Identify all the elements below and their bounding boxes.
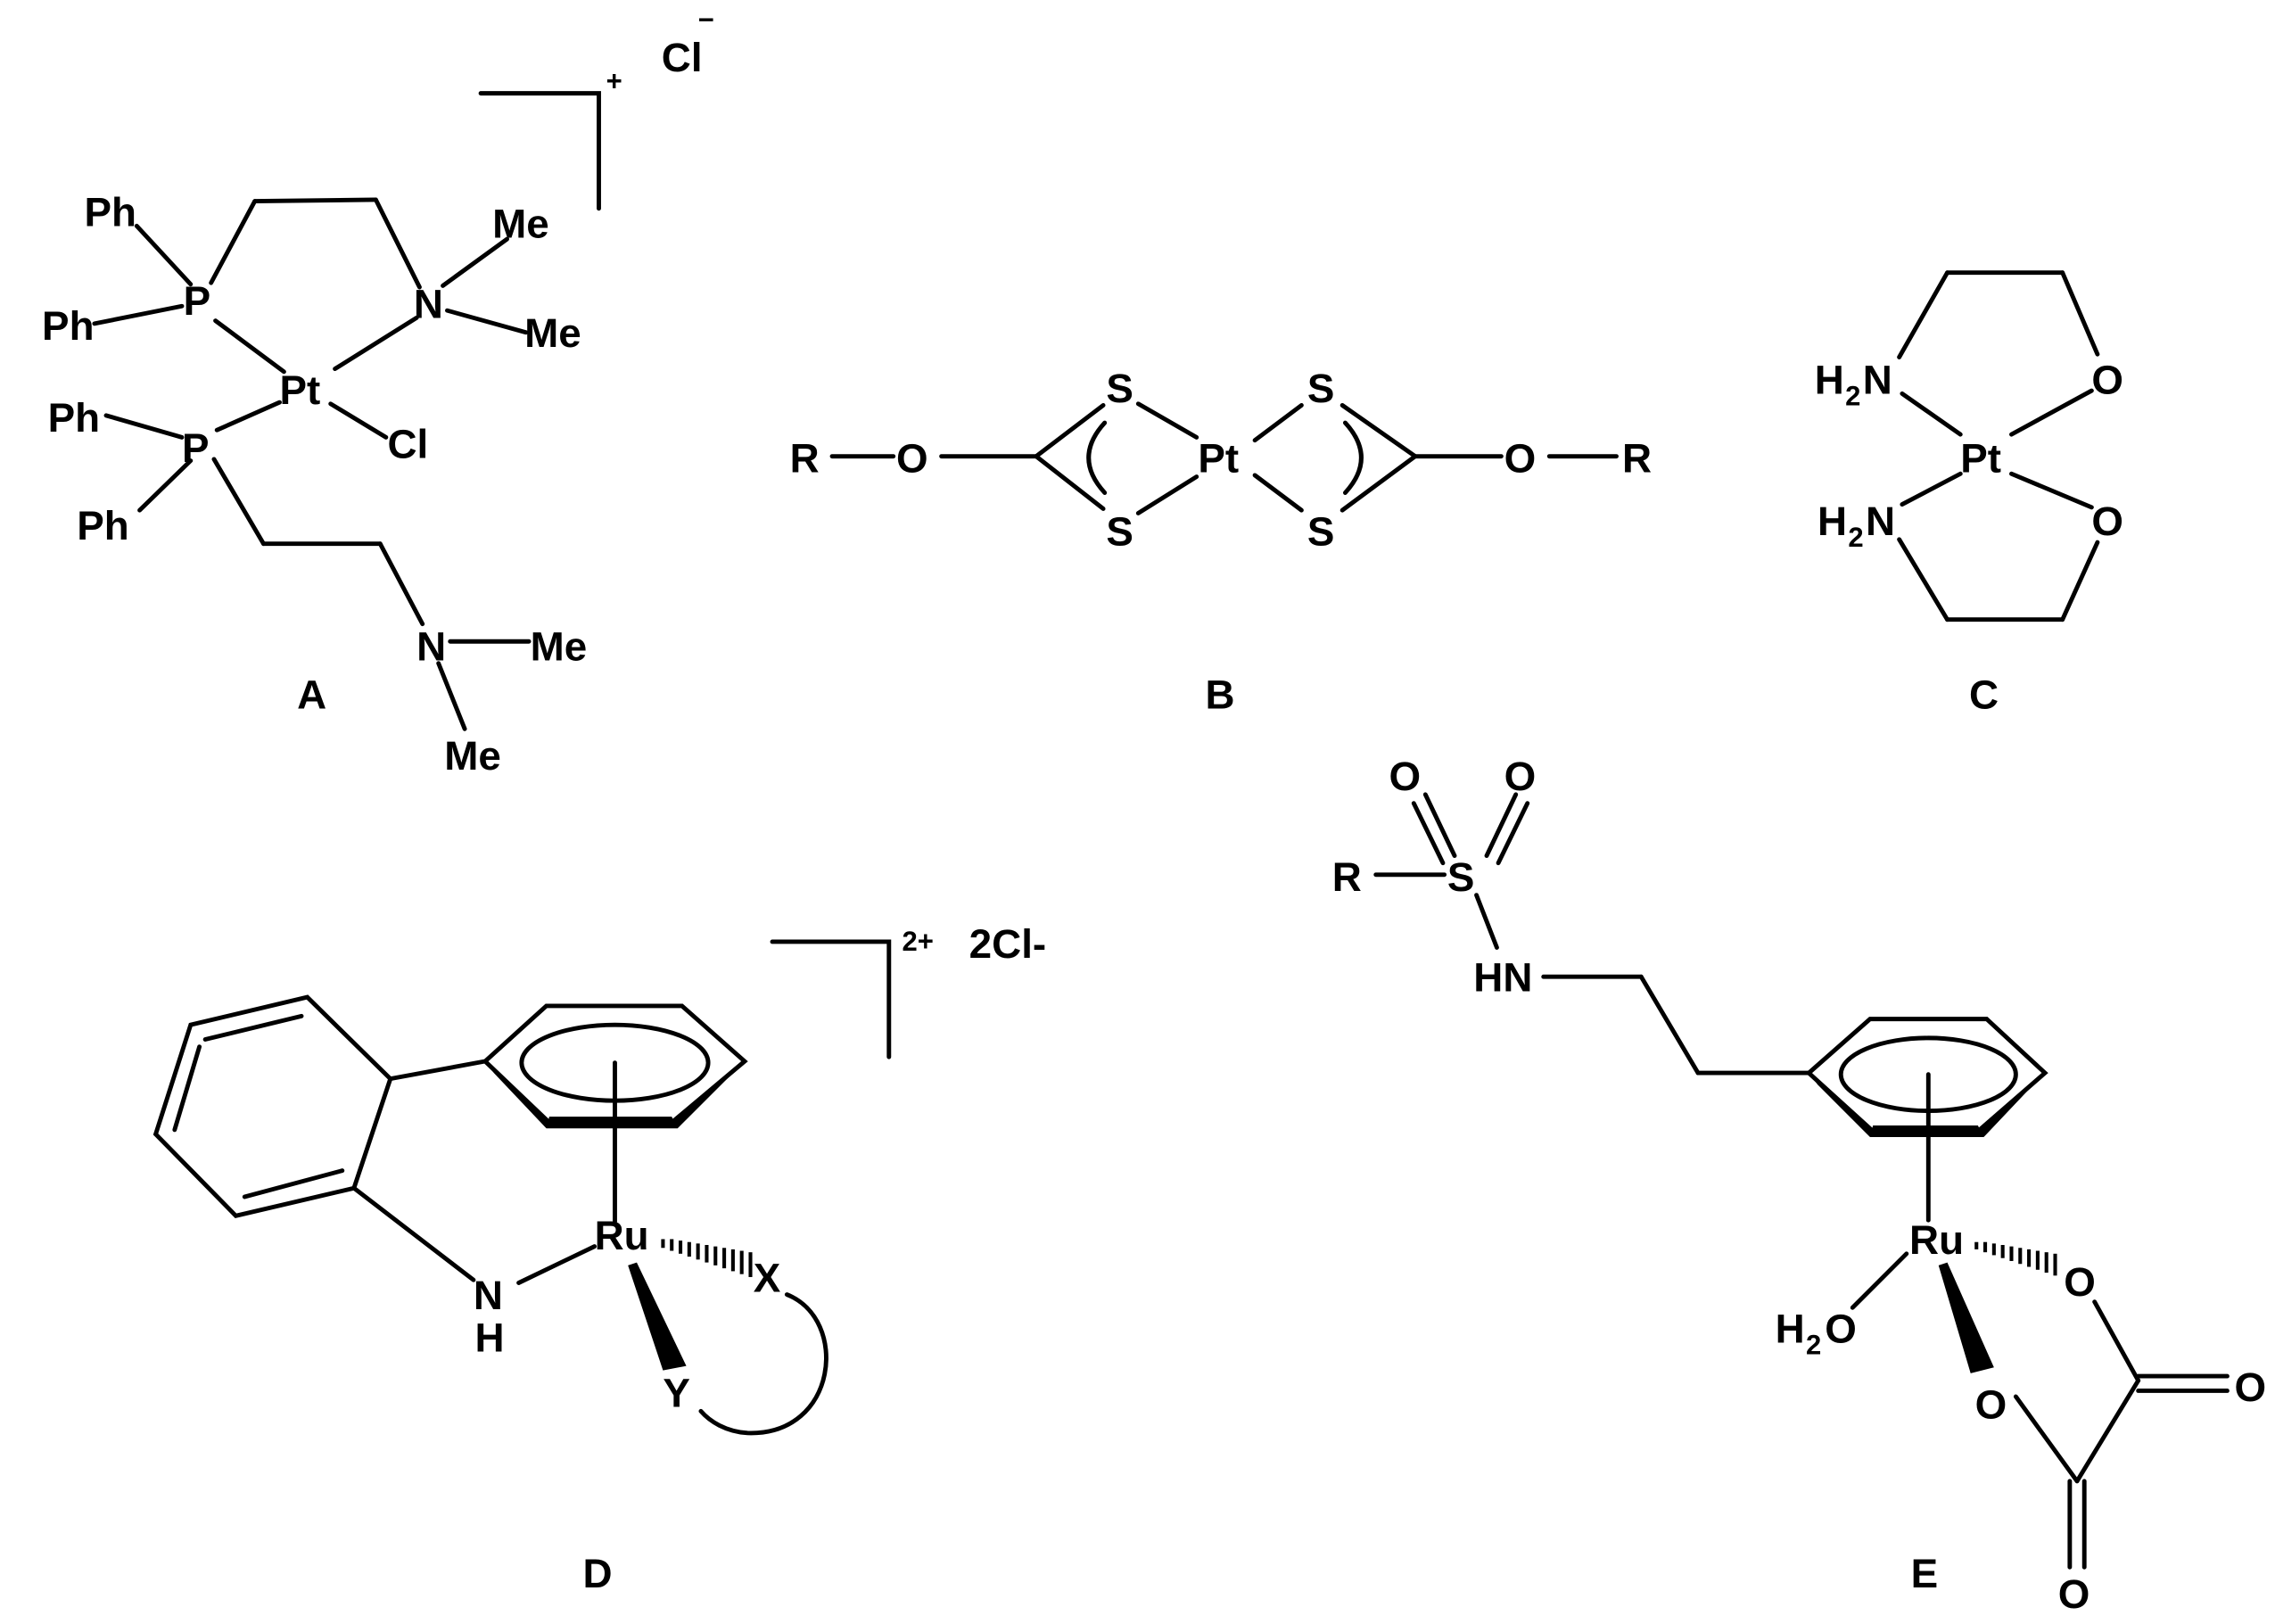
amine-n-label: N (1866, 499, 1895, 544)
compound-label-c: C (1969, 672, 1999, 717)
sulfur-label: S (1307, 366, 1335, 411)
amine-n-label: N (474, 1273, 503, 1318)
phenyl-label: Ph (48, 395, 100, 441)
phosphorus-label: P (182, 425, 210, 471)
amine-n-label: N (1863, 357, 1892, 402)
r-group-label: R (1622, 436, 1652, 482)
compound-a: Ph Ph P N Me Me Pt Cl Ph P Ph N Me Me + … (42, 4, 714, 779)
y-ligand-label: Y (663, 1370, 690, 1415)
water-o-label: O (1825, 1307, 1857, 1352)
methyl-label: Me (531, 623, 588, 669)
positive-charge: + (606, 65, 622, 96)
counter-ion-charge: − (698, 4, 714, 36)
oxygen-label: O (2091, 357, 2123, 402)
compound-label-a: A (297, 672, 326, 717)
amide-nh-label: HN (1473, 955, 1532, 1001)
compound-c: H 2 N O Pt H 2 N O C (1815, 270, 2123, 717)
counter-ion: Cl (662, 35, 703, 80)
platinum-label: Pt (1960, 436, 2001, 482)
compound-label-d: D (583, 1551, 613, 1596)
sulfur-label: S (1106, 366, 1133, 411)
compound-label-e: E (1911, 1551, 1939, 1596)
amine-subscript: 2 (1848, 522, 1863, 553)
oxygen-label: O (2091, 499, 2123, 544)
methyl-label: Me (524, 310, 581, 356)
oxygen-label: O (2058, 1571, 2090, 1617)
sulfur-label: S (1106, 508, 1133, 554)
methyl-label: Me (492, 201, 549, 246)
x-ligand-label: X (754, 1255, 781, 1300)
r-group-label: R (1332, 854, 1362, 900)
compound-label-b: B (1206, 672, 1235, 717)
phenyl-label: Ph (84, 189, 136, 235)
phosphorus-label: P (184, 278, 211, 324)
nitrogen-label: N (416, 623, 446, 669)
compound-e: O O R S HN Ru O H 2 O O O O E (1332, 754, 2266, 1617)
phenyl-label: Ph (77, 503, 128, 548)
water-h-label: H (1776, 1307, 1805, 1352)
phenyl-label: Ph (42, 303, 94, 349)
oxygen-label: O (2064, 1259, 2096, 1305)
r-group-label: R (790, 436, 820, 482)
sulfur-label: S (1447, 854, 1475, 900)
oxygen-label: O (1504, 436, 1537, 482)
amine-h-label: H (1818, 499, 1847, 544)
oxygen-label: O (1975, 1382, 2007, 1428)
compound-b: R O S S Pt S S O R B (790, 366, 1652, 717)
oxygen-label: O (896, 436, 928, 482)
sulfur-label: S (1307, 508, 1335, 554)
amine-h-label: H (475, 1315, 505, 1360)
methyl-label: Me (444, 733, 501, 779)
nitrogen-label: N (414, 281, 443, 326)
oxygen-label: O (1389, 754, 1421, 799)
counter-ions: 2Cl- (969, 921, 1046, 967)
chloride-label: Cl (387, 421, 428, 466)
complex-charge: 2+ (903, 926, 934, 957)
compound-d: Ru X Y N H 2+ 2Cl- D (152, 921, 1046, 1596)
water-subscript: 2 (1806, 1330, 1821, 1361)
oxygen-label: O (1504, 754, 1537, 799)
ruthenium-label: Ru (1909, 1217, 1964, 1263)
amine-subscript: 2 (1845, 380, 1860, 411)
amine-h-label: H (1815, 357, 1844, 402)
platinum-label: Pt (1198, 436, 1239, 482)
platinum-label: Pt (280, 367, 321, 413)
oxygen-label: O (2235, 1364, 2267, 1410)
ruthenium-label: Ru (595, 1213, 649, 1258)
